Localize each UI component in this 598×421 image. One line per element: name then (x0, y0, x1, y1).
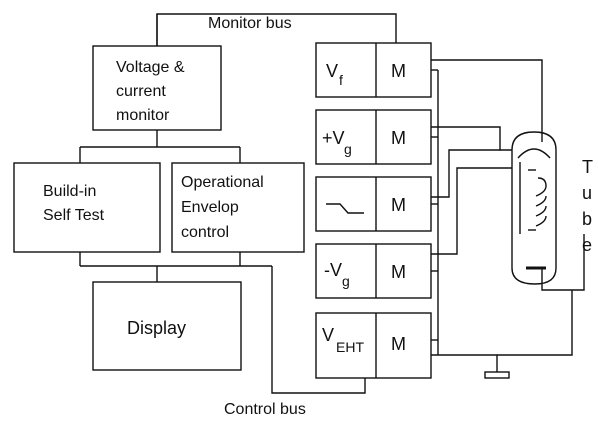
vgp-sub: g (344, 141, 352, 157)
control-bus-label: Control bus (224, 401, 306, 418)
bist-box (13, 162, 161, 253)
display-label: Display (127, 318, 186, 338)
veht-to-ground (431, 354, 498, 372)
tube-letter-t: T (582, 157, 593, 177)
tube-cathode-lead (541, 234, 585, 291)
monitor-box-line1: Voltage & (116, 59, 185, 76)
display-box (92, 281, 242, 371)
oec-line3: control (181, 224, 229, 241)
m-label-4: M (391, 262, 406, 282)
vf-to-tube (431, 59, 543, 142)
m-label-2: M (391, 128, 406, 148)
pulse-symbol (326, 203, 364, 214)
tube-letter-e: e (582, 235, 592, 255)
ground-symbol (484, 371, 510, 379)
bist-line1: Build-in (43, 183, 96, 200)
pulse-to-tube (431, 149, 500, 198)
vf-sub: f (339, 72, 343, 88)
tube-filament (517, 148, 551, 159)
m-label-5: M (391, 334, 406, 354)
veht-supply-box (315, 312, 432, 379)
tube-envelope (511, 131, 557, 285)
oec-line1: Operational (181, 174, 264, 191)
veht-label: V (322, 325, 334, 345)
tube-coil (535, 177, 547, 227)
bist-line2: Self Test (43, 207, 105, 224)
control-bus-line (271, 266, 366, 394)
operational-envelope-control-box (171, 162, 305, 253)
oec-line2: Envelop (181, 199, 239, 216)
monitor-box-line2: current (116, 83, 166, 100)
m-label-3: M (391, 195, 406, 215)
vf-label: V (326, 61, 338, 81)
vg-minus-to-tube (431, 167, 512, 255)
monitor-box-line3: monitor (116, 107, 170, 124)
tube-letter-u: u (582, 183, 592, 203)
vgn-label: -V (324, 260, 342, 280)
vg-plus-to-tube (431, 126, 512, 151)
vgn-sub: g (342, 273, 350, 289)
veht-sub: EHT (336, 339, 364, 355)
m-label-1: M (391, 61, 406, 81)
monitor-bus-label: Monitor bus (208, 15, 292, 32)
vgp-label: +V (322, 128, 345, 148)
ground-return (497, 290, 573, 356)
tube-letter-b: b (582, 209, 592, 229)
